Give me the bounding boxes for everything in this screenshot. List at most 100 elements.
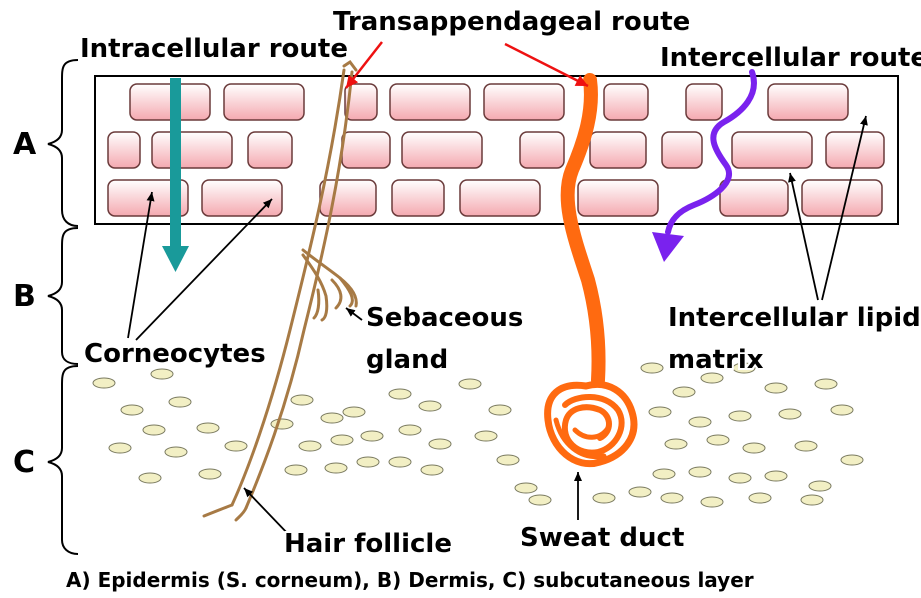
layer-b-label: B [13, 279, 36, 314]
fat-cell [361, 431, 383, 441]
fat-cell [689, 467, 711, 477]
caption-text: A) Epidermis (S. corneum), B) Dermis, C)… [66, 568, 754, 592]
corneocyte-cell [108, 132, 140, 168]
fat-cell [661, 493, 683, 503]
fat-cell [529, 495, 551, 505]
fat-cell [665, 439, 687, 449]
fat-cell [629, 487, 651, 497]
subcutaneous-fat-cells [93, 363, 863, 507]
hair-follicle-label: Hair follicle [284, 529, 452, 559]
fat-cell [515, 483, 537, 493]
fat-cell [779, 409, 801, 419]
fat-cell [749, 493, 771, 503]
corneocyte-cell [720, 180, 788, 216]
brace-c [48, 366, 78, 554]
corneocyte-cell [520, 132, 564, 168]
fat-cell [321, 413, 343, 423]
corneocyte-cell [342, 132, 390, 168]
transappendageal-route-label: Transappendageal route [333, 7, 690, 37]
corneocyte-cell [604, 84, 648, 120]
layer-braces [48, 60, 78, 554]
fat-cell [701, 497, 723, 507]
fat-cell [389, 389, 411, 399]
fat-cell [343, 407, 365, 417]
fat-cell [593, 493, 615, 503]
fat-cell [765, 471, 787, 481]
fat-cell [809, 481, 831, 491]
fat-cell [325, 463, 347, 473]
fat-cell [641, 363, 663, 373]
fat-cell [271, 419, 293, 429]
fat-cell [93, 378, 115, 388]
pointer-sebaceous [346, 308, 362, 320]
fat-cell [649, 407, 671, 417]
fat-cell [475, 431, 497, 441]
fat-cell [729, 411, 751, 421]
fat-cell [815, 379, 837, 389]
fat-cell [673, 387, 695, 397]
fat-cell [291, 395, 313, 405]
corneocyte-cell [202, 180, 282, 216]
fat-cell [121, 405, 143, 415]
intracellular-route-label: Intracellular route [80, 34, 348, 64]
brace-a [48, 60, 78, 226]
fat-cell [285, 465, 307, 475]
corneocyte-cell [484, 84, 564, 120]
sebaceous-gland-label-line1: Sebaceous [366, 303, 523, 333]
fat-cell [197, 423, 219, 433]
fat-cell [419, 401, 441, 411]
corneocyte-cell [248, 132, 292, 168]
corneocyte-cell [402, 132, 482, 168]
sweat-duct-label: Sweat duct [520, 523, 684, 553]
fat-cell [801, 495, 823, 505]
corneocyte-cell [224, 84, 304, 120]
corneocyte-cell [686, 84, 722, 120]
fat-cell [765, 383, 787, 393]
fat-cell [357, 457, 379, 467]
fat-cell [729, 473, 751, 483]
fat-cell [689, 417, 711, 427]
corneocyte-cell [320, 180, 376, 216]
fat-cell [831, 405, 853, 415]
fat-cell [299, 441, 321, 451]
fat-cell [497, 455, 519, 465]
sebaceous-gland-label-line2: gland [366, 345, 448, 375]
fat-cell [225, 441, 247, 451]
corneocyte-cell [392, 180, 444, 216]
fat-cell [707, 435, 729, 445]
fat-cell [459, 379, 481, 389]
corneocyte-cell [460, 180, 540, 216]
fat-cell [165, 447, 187, 457]
fat-cell [653, 469, 675, 479]
corneocyte-cell [802, 180, 882, 216]
corneocyte-cell [390, 84, 470, 120]
corneocyte-cell [152, 132, 232, 168]
intercellular-lipid-matrix-label-line2: matrix [668, 345, 764, 375]
corneocyte-cell [768, 84, 848, 120]
intercellular-route-label: Intercellular route [660, 43, 921, 73]
fat-cell [199, 469, 221, 479]
fat-cell [399, 425, 421, 435]
fat-cell [795, 441, 817, 451]
fat-cell [841, 455, 863, 465]
intercellular-lipid-matrix-label-line1: Intercellular lipid [668, 303, 921, 333]
fat-cell [389, 457, 411, 467]
corneocytes-label: Corneocytes [84, 339, 266, 369]
fat-cell [143, 425, 165, 435]
corneocyte-cell [662, 132, 702, 168]
corneocyte-cell [578, 180, 658, 216]
fat-cell [429, 439, 451, 449]
corneocyte-cell [590, 132, 646, 168]
fat-cell [169, 397, 191, 407]
brace-b [48, 228, 78, 364]
layer-a-label: A [13, 127, 37, 162]
fat-cell [139, 473, 161, 483]
fat-cell [421, 465, 443, 475]
corneocyte-cell [732, 132, 812, 168]
fat-cell [151, 369, 173, 379]
fat-cell [331, 435, 353, 445]
fat-cell [109, 443, 131, 453]
fat-cell [489, 405, 511, 415]
fat-cell [743, 443, 765, 453]
